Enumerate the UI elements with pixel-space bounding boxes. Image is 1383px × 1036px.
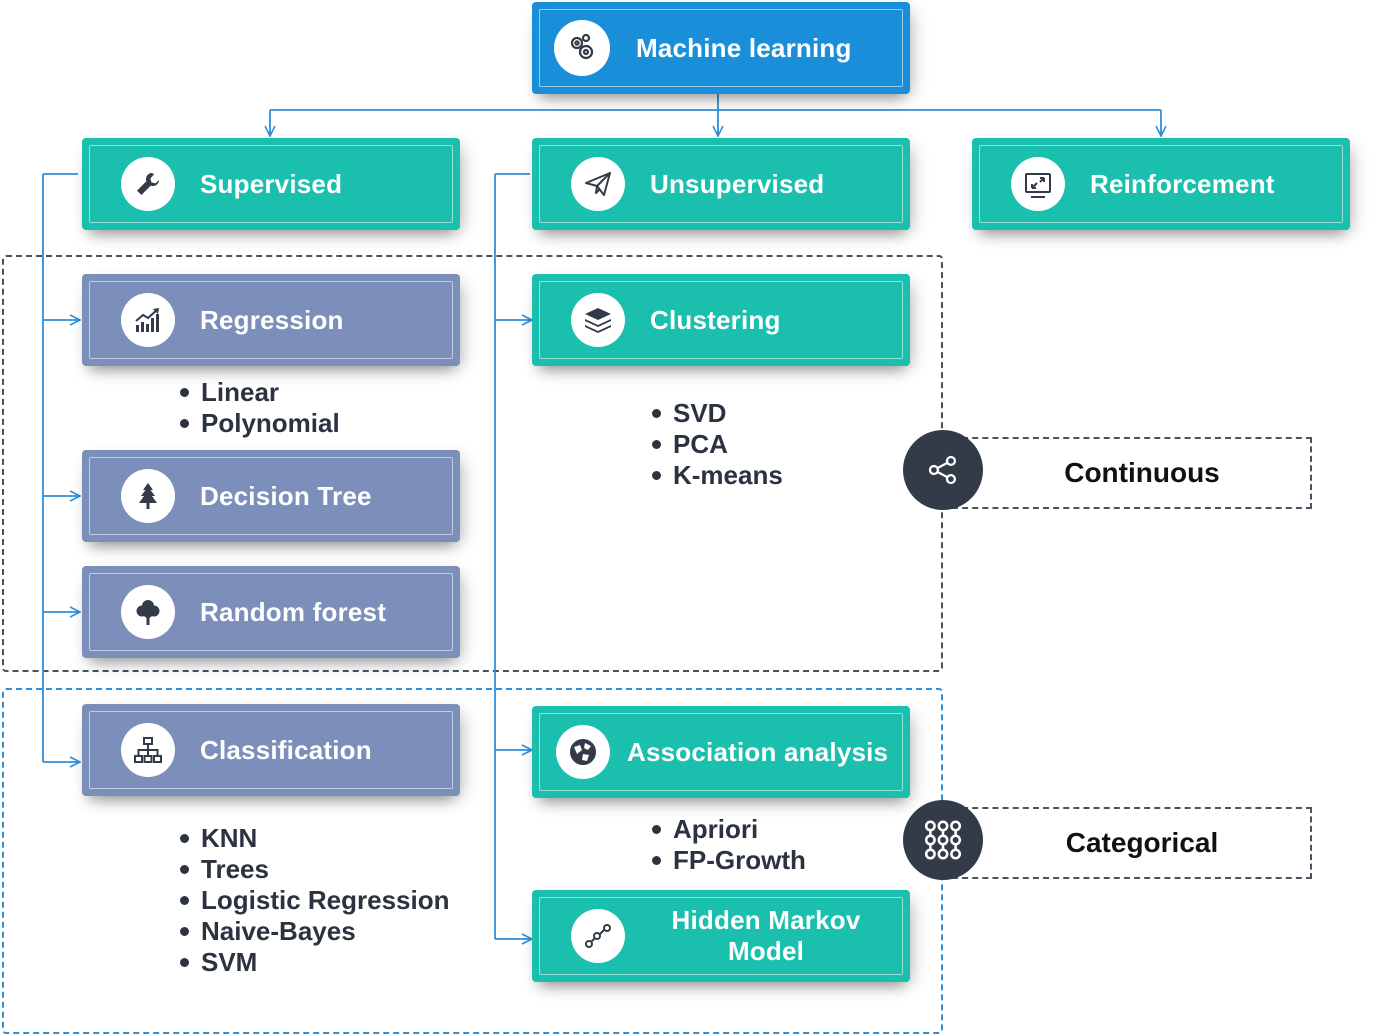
classification-label: Classification: [200, 734, 372, 765]
continuous-tag-box: Continuous: [952, 437, 1312, 509]
clustering-node: Clustering: [532, 274, 910, 366]
list-item: PCA: [652, 429, 783, 460]
list-item: FP-Growth: [652, 845, 806, 876]
list-item: Trees: [180, 854, 450, 885]
machine-learning-label: Machine learning: [636, 32, 852, 63]
decision-tree-node: Decision Tree: [82, 450, 460, 542]
list-item: SVD: [652, 398, 783, 429]
unsupervised-node: Unsupervised: [532, 138, 910, 230]
list-item: Linear: [180, 377, 340, 408]
supervised-label: Supervised: [200, 168, 343, 199]
machine-learning-node: Machine learning: [532, 2, 910, 94]
hierarchy-icon: [121, 723, 175, 777]
classification-node: Classification: [82, 704, 460, 796]
reinforcement-node: Reinforcement: [972, 138, 1350, 230]
association-analysis-node: Association analysis: [532, 706, 910, 798]
association-analysis-label: Association analysis: [627, 736, 889, 767]
supervised-node: Supervised: [82, 138, 460, 230]
node-path-icon: [571, 909, 625, 963]
regression-items: Linear Polynomial: [180, 377, 340, 439]
monitor-arrows-icon: [1011, 157, 1065, 211]
list-item: Apriori: [652, 814, 806, 845]
hidden-markov-model-label: Hidden Markov Model: [632, 890, 900, 982]
globe-icon: [556, 725, 610, 779]
unsupervised-label: Unsupervised: [650, 168, 825, 199]
hmm-label-line2: Model: [727, 936, 805, 966]
tree-icon: [121, 585, 175, 639]
list-item: Logistic Regression: [180, 885, 450, 916]
hmm-label-line1: Hidden Markov: [671, 905, 861, 935]
decision-tree-label: Decision Tree: [200, 480, 372, 511]
wrench-icon: [121, 157, 175, 211]
categorical-tag-box: Categorical: [952, 807, 1312, 879]
random-forest-label: Random forest: [200, 596, 387, 627]
growth-chart-icon: [121, 293, 175, 347]
pine-tree-icon: [121, 469, 175, 523]
paper-plane-icon: [571, 157, 625, 211]
gears-icon: [554, 20, 610, 76]
hidden-markov-model-node: Hidden Markov Model: [532, 890, 910, 982]
random-forest-node: Random forest: [82, 566, 460, 658]
list-item: K-means: [652, 460, 783, 491]
regression-label: Regression: [200, 304, 344, 335]
classification-items: KNN Trees Logistic Regression Naive-Baye…: [180, 823, 450, 978]
clustering-label: Clustering: [650, 304, 781, 335]
list-item: KNN: [180, 823, 450, 854]
association-items: Apriori FP-Growth: [652, 814, 806, 876]
layers-icon: [571, 293, 625, 347]
grid-nodes-icon: [903, 800, 983, 880]
regression-node: Regression: [82, 274, 460, 366]
list-item: Polynomial: [180, 408, 340, 439]
reinforcement-label: Reinforcement: [1090, 168, 1275, 199]
clustering-items: SVD PCA K-means: [652, 398, 783, 491]
list-item: Naive-Bayes: [180, 916, 450, 947]
list-item: SVM: [180, 947, 450, 978]
share-icon: [903, 430, 983, 510]
